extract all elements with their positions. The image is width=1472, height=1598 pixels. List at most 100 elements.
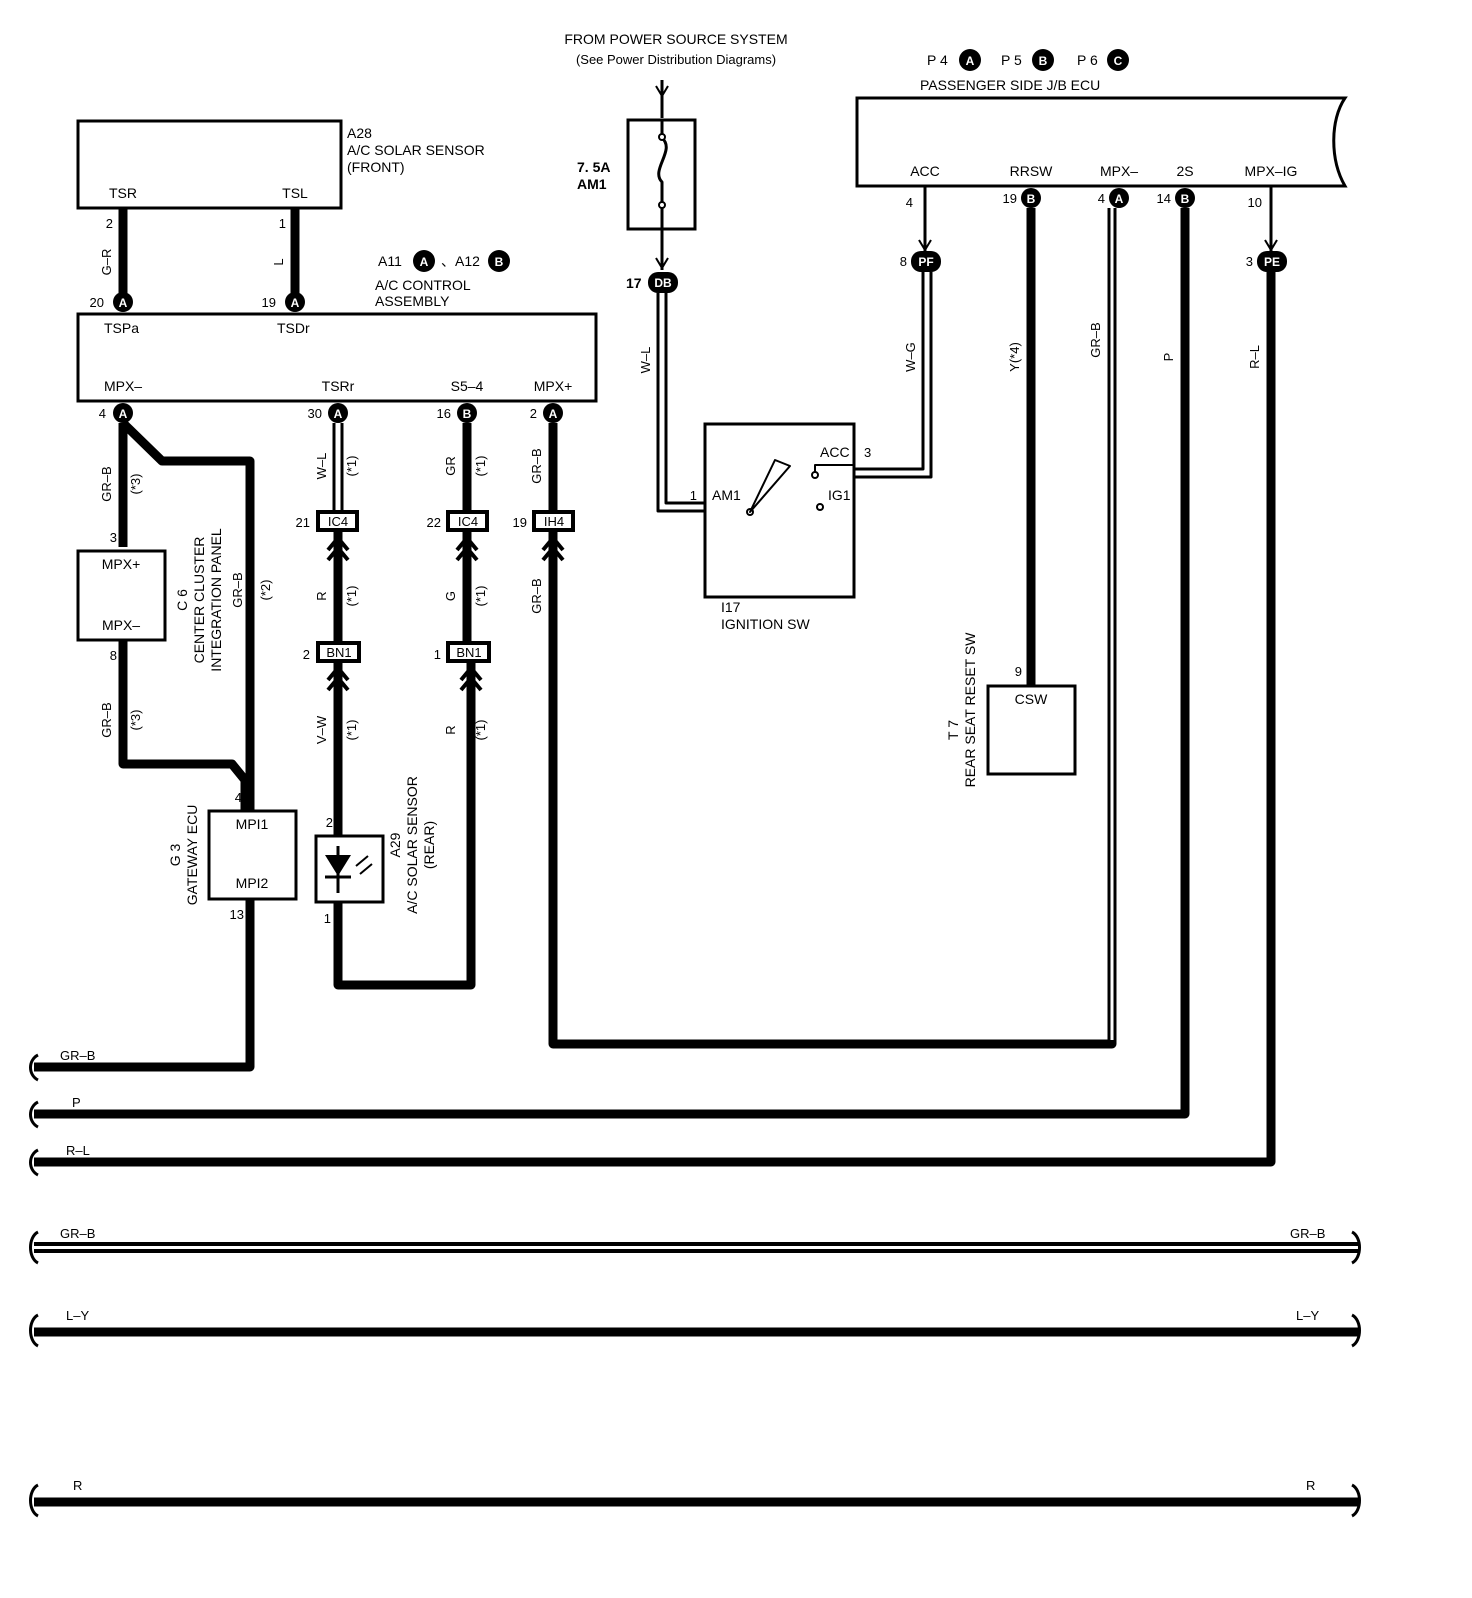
- wire-label-w-g: W–G: [903, 342, 918, 372]
- cc-pin-3: 3: [110, 530, 117, 545]
- power-source-title: FROM POWER SOURCE SYSTEM: [564, 31, 787, 47]
- ign-term-am1: AM1: [712, 487, 741, 503]
- solar-front-pin-1: 1: [279, 216, 286, 231]
- jb-ecu-name: PASSENGER SIDE J/B ECU: [920, 77, 1100, 93]
- solar-sensor-rear: 2 1 A29 A/C SOLAR SENSOR (REAR): [314, 776, 437, 926]
- wire-label-star1-4: (*1): [473, 456, 488, 477]
- bus-label-4-right: L–Y: [1296, 1308, 1319, 1323]
- pe-pin: 3: [1246, 254, 1253, 269]
- jb-ecu-box: [855, 96, 1348, 188]
- wire-label-g: G: [443, 591, 458, 601]
- wire-label-gr-b-1: GR–B: [99, 466, 114, 501]
- ac-letter-2: A: [549, 407, 558, 421]
- ic4-21-code: IC4: [328, 514, 348, 529]
- bn1-1-code: BN1: [456, 645, 481, 660]
- bus-label-4-left: L–Y: [66, 1308, 89, 1323]
- connector-bn1-2: 2 BN1: [303, 641, 361, 663]
- ac-control-sep: 、: [441, 253, 455, 269]
- center-cluster-code: C 6: [174, 589, 190, 611]
- jb-ecu-conn-3: P 6: [1077, 52, 1098, 68]
- solar-rear-box: [314, 834, 385, 904]
- ac-control-box: [76, 312, 598, 403]
- ign-term-acc: ACC: [820, 444, 850, 460]
- wire-label-star1-2: (*1): [344, 586, 359, 607]
- jb-term-2s: 2S: [1176, 163, 1193, 179]
- ac-term-s5-4: S5–4: [451, 378, 484, 394]
- rear-seat-code: T 7: [945, 720, 961, 740]
- ac-term-tspa: TSPa: [104, 320, 139, 336]
- gw-term-mpi1: MPI1: [236, 816, 269, 832]
- connector-ic4-22: 22 IC4: [427, 510, 489, 532]
- solar-rear-pin-2: 2: [326, 815, 333, 830]
- ac-pin-16: 16: [437, 406, 451, 421]
- pf-pin: 8: [900, 254, 907, 269]
- wire-label-y4: Y(*4): [1007, 342, 1022, 372]
- bus-label-5-left: R: [73, 1478, 82, 1493]
- ic4-22-code: IC4: [458, 514, 478, 529]
- bus-label-1-left: P: [72, 1095, 81, 1110]
- gateway-ecu: 4 MPI1 MPI2 13 G 3 GATEWAY ECU: [167, 790, 298, 922]
- solar-front-name: A/C SOLAR SENSOR: [347, 142, 485, 158]
- wire-label-star2: (*2): [258, 580, 273, 601]
- jb-ecu-conn-2: P 5: [1001, 52, 1022, 68]
- wire-label-star3-1: (*3): [128, 474, 143, 495]
- ac-pin-30: 30: [308, 406, 322, 421]
- wire-label-gr: GR: [443, 456, 458, 476]
- ac-control-code-2-letter: B: [495, 255, 504, 269]
- bus-label-2-left: R–L: [66, 1143, 90, 1158]
- jb-pin-acc: 4: [906, 195, 913, 210]
- fuse-name: AM1: [577, 176, 607, 192]
- bus-label-5-right: R: [1306, 1478, 1315, 1493]
- center-cluster-name: CENTER CLUSTER: [191, 537, 207, 664]
- ac-control-code-1-letter: A: [420, 255, 429, 269]
- jb-ecu: P 4 A P 5 B P 6 C PASSENGER SIDE J/B ECU…: [855, 49, 1348, 272]
- ignition-code: I17: [721, 599, 741, 615]
- ac-letter-16: B: [463, 407, 472, 421]
- cc-term-mpx-minus: MPX–: [102, 617, 140, 633]
- rear-seat-box: [986, 684, 1077, 776]
- solar-sensor-front: A28 A/C SOLAR SENSOR (FRONT) TSR TSL 2 1: [76, 119, 485, 231]
- wire-label-p: P: [1161, 353, 1176, 362]
- ignition-box: [703, 422, 856, 599]
- power-source: FROM POWER SOURCE SYSTEM (See Power Dist…: [564, 31, 788, 293]
- wire-label-r-2: R: [443, 725, 458, 734]
- gw-term-mpi2: MPI2: [236, 875, 269, 891]
- wire-label-l: L: [271, 258, 286, 265]
- jb-term-mpx-minus: MPX–: [1100, 163, 1138, 179]
- center-cluster-box: [76, 549, 167, 642]
- wire-label-v-w: V–W: [314, 715, 329, 744]
- wire-label-gr-b-4: GR–B: [529, 448, 544, 483]
- connector-ic4-21: 21 IC4: [296, 510, 359, 532]
- cc-pin-8: 8: [110, 648, 117, 663]
- wire-label-gr-b-2: GR–B: [230, 572, 245, 607]
- gw-pin-13: 13: [230, 907, 244, 922]
- jb-pin-2s: 14: [1157, 191, 1171, 206]
- ac-control-code-1: A11: [378, 253, 402, 269]
- ic4-21-pin: 21: [296, 515, 310, 530]
- rear-seat-term-csw: CSW: [1015, 691, 1048, 707]
- jb-ecu-conn-1: P 4: [927, 52, 948, 68]
- wire-label-star1-1: (*1): [344, 456, 359, 477]
- ac-pin-2: 2: [530, 406, 537, 421]
- ac-pin-4: 4: [99, 406, 106, 421]
- jb-letter-mpx-minus: A: [1115, 192, 1124, 206]
- ign-pin-1: 1: [690, 488, 697, 503]
- ac-control-code-2: A12: [455, 253, 480, 269]
- wire-label-g-r: G–R: [99, 249, 114, 276]
- jb-pin-mpx-minus: 4: [1098, 191, 1105, 206]
- wire-label-gr-b-5: GR–B: [529, 578, 544, 613]
- bn1-1-pin: 1: [434, 647, 441, 662]
- jb-ecu-conn-1-letter: A: [966, 54, 975, 68]
- ac-letter-19: A: [291, 296, 300, 310]
- ign-term-ig1: IG1: [828, 487, 851, 503]
- wire-label-w-l: W–L: [314, 453, 329, 480]
- ac-control-assembly: A11 A 、 A12 B A/C CONTROL ASSEMBLY 20 A …: [76, 250, 598, 423]
- cc-term-mpx-plus: MPX+: [102, 556, 141, 572]
- fuse-connector: DB: [654, 276, 672, 290]
- solar-rear-pin-1: 1: [324, 911, 331, 926]
- ac-term-mpx-plus: MPX+: [534, 378, 573, 394]
- jb-letter-2s: B: [1181, 192, 1190, 206]
- ih4-code: IH4: [544, 514, 564, 529]
- ac-control-name: A/C CONTROL: [375, 277, 471, 293]
- ac-control-sub: ASSEMBLY: [375, 293, 450, 309]
